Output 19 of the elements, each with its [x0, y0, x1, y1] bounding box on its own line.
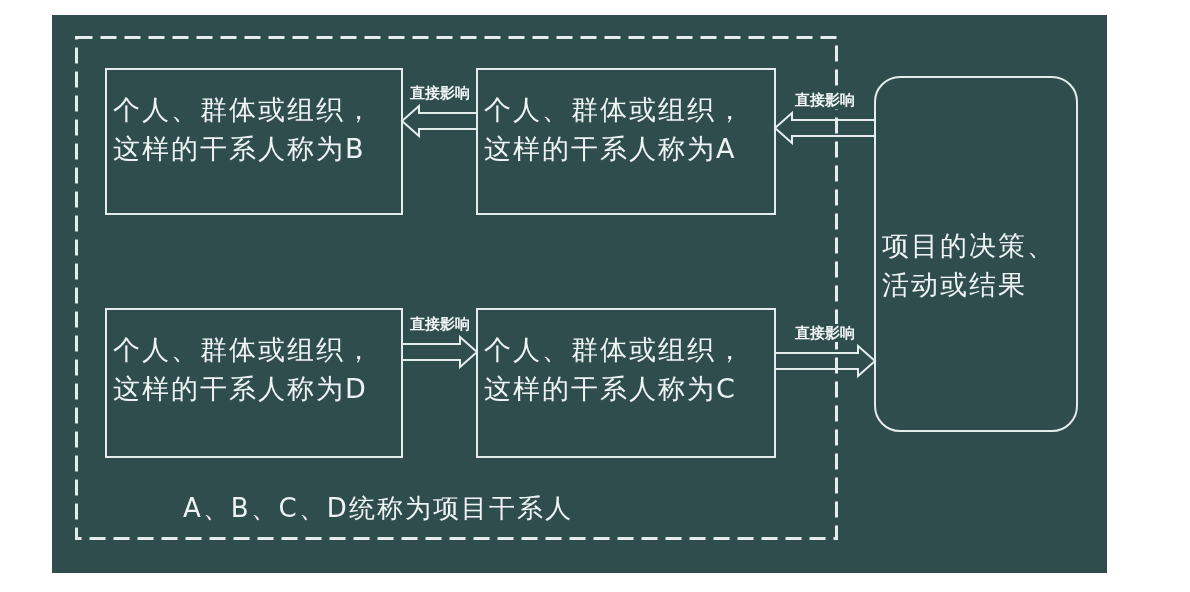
text-box [476, 308, 776, 458]
text-box [476, 68, 776, 215]
rounded-box [874, 76, 1078, 432]
box-text: 个人、群体或组织，这样的干系人称为A [484, 93, 746, 167]
box-text: 项目的决策、活动或结果 [882, 229, 1057, 303]
box-text: 个人、群体或组织，这样的干系人称为B [113, 93, 375, 167]
box-text: 个人、群体或组织，这样的干系人称为C [484, 333, 746, 407]
block-arrow [774, 343, 877, 379]
block-arrow [773, 110, 876, 146]
edge-label: 直接影响 [407, 84, 472, 102]
box-text: 个人、群体或组织，这样的干系人称为D [113, 333, 375, 407]
text-box [105, 308, 403, 458]
block-arrow [401, 334, 479, 370]
block-arrow [400, 103, 478, 139]
edge-label: 直接影响 [793, 91, 857, 109]
group-caption: A、B、C、D统称为项目干系人 [183, 492, 573, 525]
edge-label: 直接影响 [793, 324, 857, 342]
text-box [105, 68, 403, 215]
edge-label: 直接影响 [407, 315, 472, 333]
